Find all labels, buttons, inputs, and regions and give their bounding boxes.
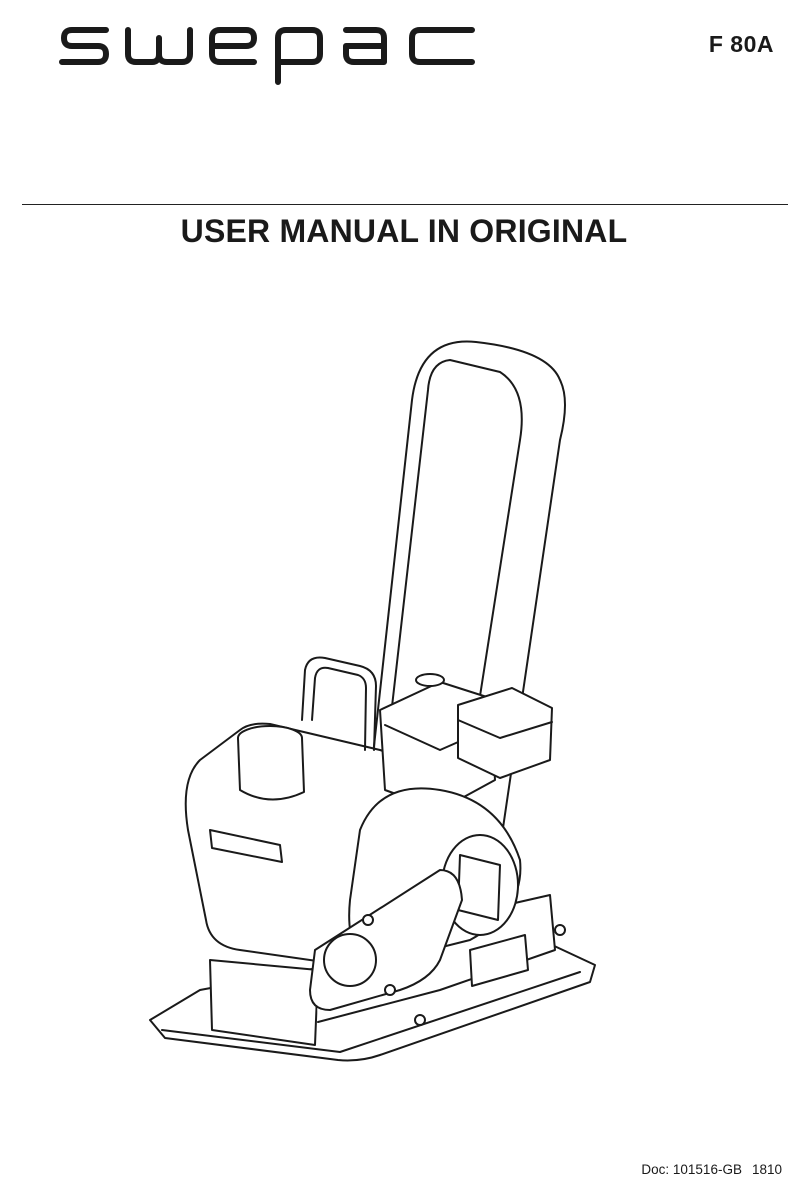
document-title: USER MANUAL IN ORIGINAL <box>0 213 808 250</box>
header-divider <box>22 204 788 205</box>
document-revision: 1810 <box>752 1162 782 1177</box>
swepac-logo <box>58 20 480 90</box>
document-number: Doc: 101516-GB <box>641 1162 742 1177</box>
model-number: F 80A <box>709 31 774 58</box>
document-reference: Doc: 101516-GB 1810 <box>641 1162 782 1177</box>
plate-compactor-illustration <box>140 310 620 1100</box>
